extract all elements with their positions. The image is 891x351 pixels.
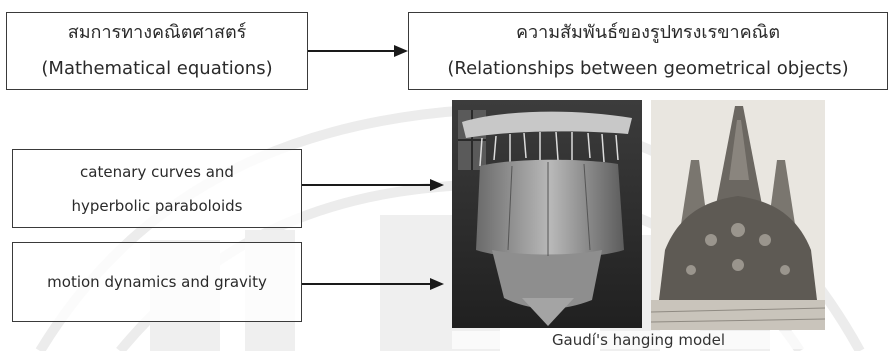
equations-thai-label: สมการทางคณิตศาสตร์: [67, 22, 247, 43]
cathedral-sketch-photo: [651, 100, 825, 330]
catenary-curves-box: catenary curves and hyperbolic paraboloi…: [12, 149, 302, 228]
model-caption: Gaudí's hanging model: [452, 331, 825, 349]
geometric-relationships-box: ความสัมพันธ์ของรูปทรงเรขาคณิต (Relations…: [408, 12, 888, 90]
relationships-thai-label: ความสัมพันธ์ของรูปทรงเรขาคณิต: [515, 22, 781, 43]
arrowhead-top-icon: [394, 45, 408, 57]
catenary-line-2: hyperbolic paraboloids: [71, 196, 243, 215]
mathematical-equations-box: สมการทางคณิตศาสตร์ (Mathematical equatio…: [6, 12, 308, 90]
arrowhead-bottom-icon: [430, 278, 444, 290]
motion-dynamics-label: motion dynamics and gravity: [47, 273, 267, 291]
arrowhead-middle-icon: [430, 179, 444, 191]
motion-dynamics-box: motion dynamics and gravity: [12, 242, 302, 322]
equations-english-label: (Mathematical equations): [41, 58, 273, 79]
relationships-english-label: (Relationships between geometrical objec…: [447, 58, 849, 79]
hanging-model-photo: [452, 100, 642, 328]
catenary-line-1: catenary curves and: [80, 162, 234, 181]
